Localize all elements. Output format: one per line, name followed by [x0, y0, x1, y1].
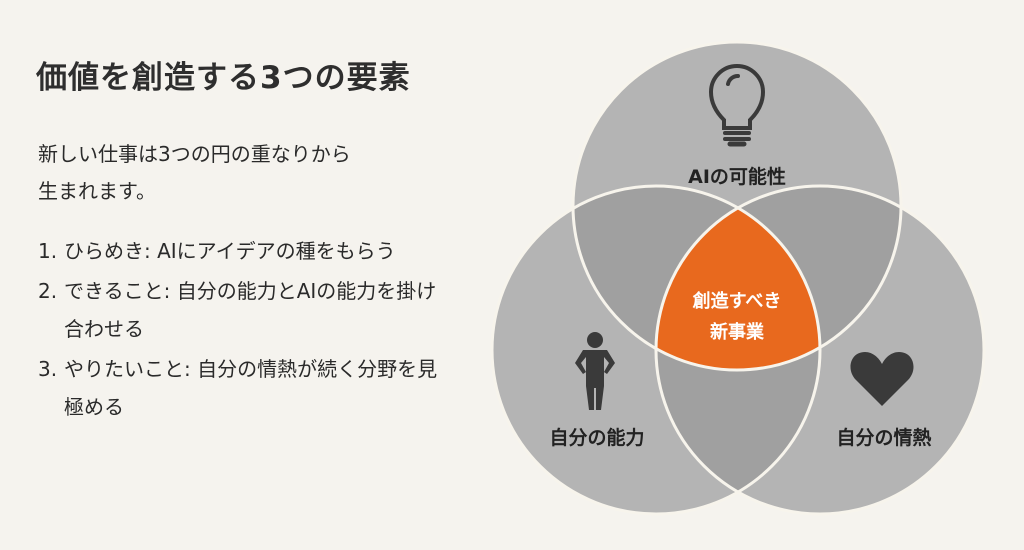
- list-item: 2.できること: 自分の能力とAIの能力を掛け合わせる: [38, 272, 444, 348]
- label-ai-potential: AIの可能性: [688, 165, 786, 188]
- person-icon: [575, 332, 615, 410]
- intro-line-2: 生まれます。: [38, 179, 156, 203]
- list-item: 3.やりたいこと: 自分の情熱が続く分野を見極める: [38, 350, 444, 426]
- element-list: 1.ひらめき: AIにアイデアの種をもらう 2.できること: 自分の能力とAIの…: [38, 232, 444, 428]
- center-label-line-1: 創造すべき: [692, 290, 782, 312]
- list-number: 3.: [38, 357, 58, 381]
- label-own-ability: 自分の能力: [549, 426, 644, 449]
- list-item: 1.ひらめき: AIにアイデアの種をもらう: [38, 232, 444, 270]
- heart-icon: [850, 352, 914, 406]
- lightbulb-icon: [708, 64, 766, 147]
- intro-text: 新しい仕事は3つの円の重なりから 生まれます。: [38, 136, 351, 210]
- list-number: 2.: [38, 279, 58, 303]
- center-label-line-2: 新事業: [710, 321, 765, 343]
- center-region: [656, 186, 820, 370]
- list-text: ひらめき: AIにアイデアの種をもらう: [64, 239, 396, 263]
- list-text: できること: 自分の能力とAIの能力を掛け合わせる: [64, 279, 437, 341]
- label-own-passion: 自分の情熱: [836, 426, 931, 449]
- list-number: 1.: [38, 239, 58, 263]
- list-text: やりたいこと: 自分の情熱が続く分野を見極める: [64, 357, 438, 419]
- intro-line-1: 新しい仕事は3つの円の重なりから: [38, 142, 351, 166]
- page-title: 価値を創造する3つの要素: [36, 60, 411, 96]
